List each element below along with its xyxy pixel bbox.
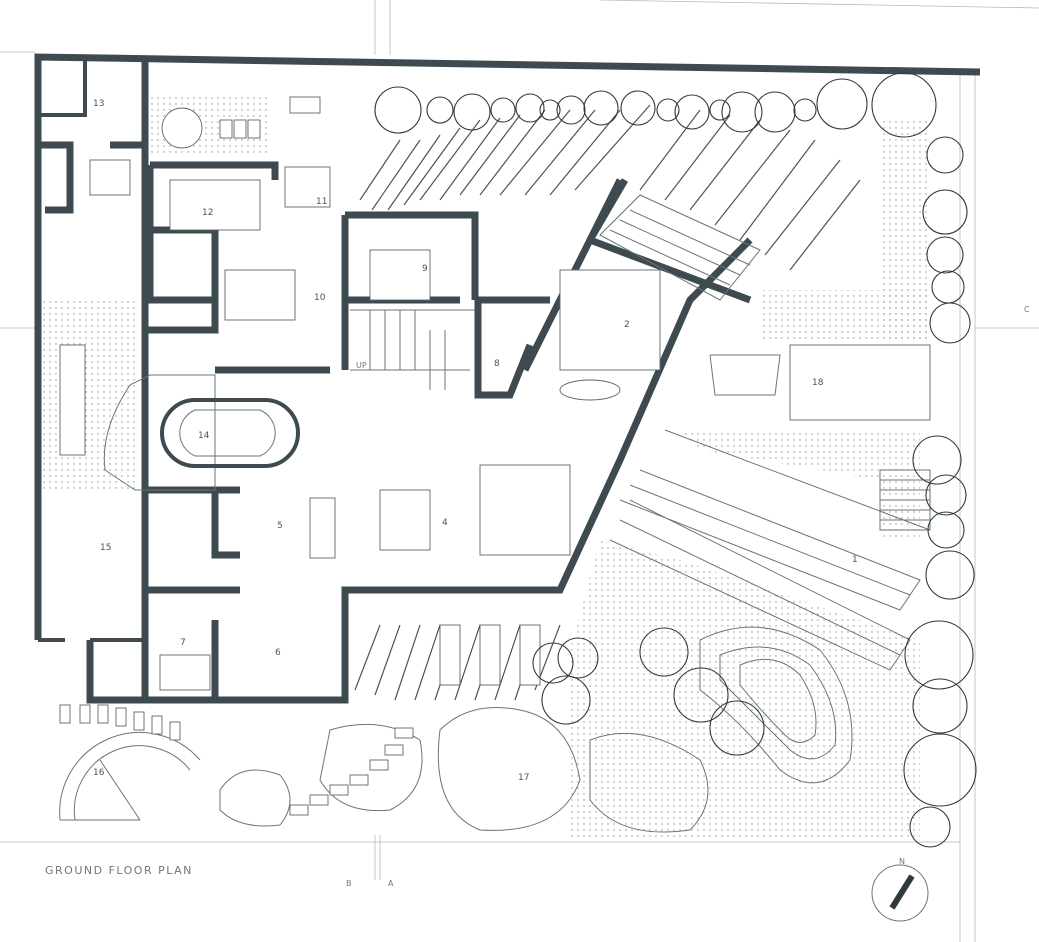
north-arrow-needle-icon xyxy=(889,874,915,910)
room-label-14: 14 xyxy=(198,431,210,441)
room-label-11: 11 xyxy=(316,197,327,207)
outer-walls xyxy=(34,53,981,704)
interior-walls xyxy=(38,60,752,704)
room-label-1: 1 xyxy=(852,555,858,565)
main-stair xyxy=(350,309,475,390)
deck-planks-top xyxy=(359,104,861,271)
section-mark-b: B xyxy=(346,879,352,888)
room-label-8: 8 xyxy=(494,359,500,369)
stepping-stones xyxy=(59,704,414,816)
north-arrow-circle xyxy=(871,864,929,922)
terrace-stairs xyxy=(599,194,931,531)
trees xyxy=(374,72,977,848)
room-label-10: 10 xyxy=(314,293,326,303)
driveway-ramps xyxy=(609,344,931,671)
oval-room xyxy=(103,374,300,491)
stair-up-label: UP xyxy=(356,361,367,370)
dotted-areas xyxy=(40,95,930,840)
room-label-6: 6 xyxy=(275,648,281,658)
garden-features xyxy=(59,626,853,833)
room-label-18: 18 xyxy=(812,378,824,388)
room-label-15: 15 xyxy=(100,543,111,553)
room-label-7: 7 xyxy=(180,638,186,648)
section-mark-a: A xyxy=(388,879,394,888)
room-label-9: 9 xyxy=(422,264,428,274)
section-marks: B A C xyxy=(346,305,1030,888)
room-label-17: 17 xyxy=(518,773,529,783)
furniture xyxy=(59,96,661,691)
drawing-title: GROUND FLOOR PLAN xyxy=(45,864,193,877)
room-label-13: 13 xyxy=(93,99,104,109)
north-arrow: N xyxy=(871,857,929,922)
room-label-2: 2 xyxy=(624,320,630,330)
section-mark-c: C xyxy=(1024,305,1030,314)
room-label-5: 5 xyxy=(277,521,283,531)
room-label-4: 4 xyxy=(442,518,448,528)
room-label-12: 12 xyxy=(202,208,213,218)
north-label: N xyxy=(899,857,905,866)
room-labels: 1 2 4 5 6 7 8 9 10 11 12 13 14 15 16 17 … xyxy=(93,99,858,783)
room-label-16: 16 xyxy=(93,768,105,778)
